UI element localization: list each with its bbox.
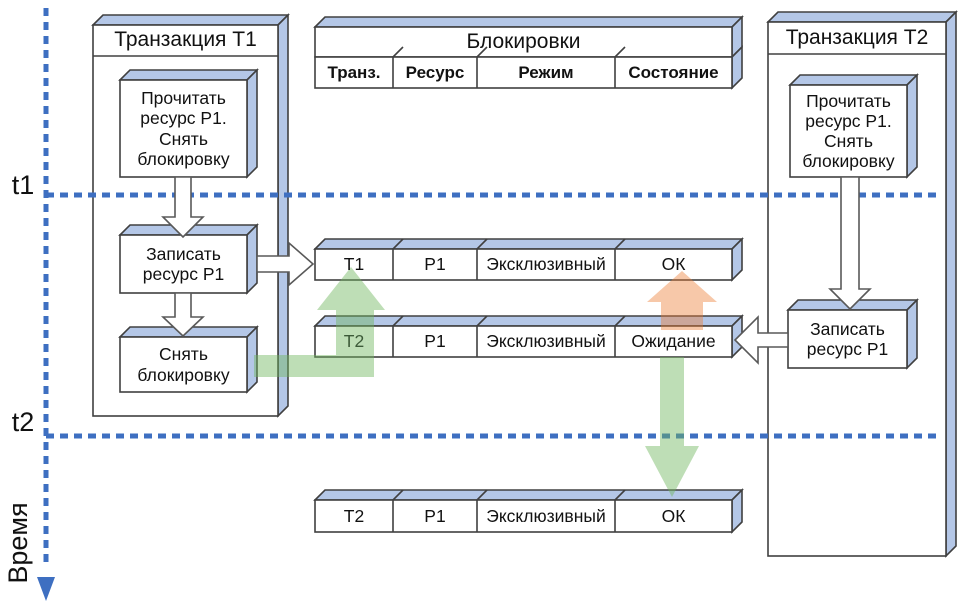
lock-colrow-tick3 <box>614 46 626 58</box>
t1-step-unlock-box <box>118 325 259 394</box>
row2-resource-cell: Р1 <box>424 331 446 352</box>
lock-colrow-tick1 <box>392 46 404 58</box>
t1-panel-title: Транзакция Т1 <box>114 28 257 52</box>
time-axis <box>37 8 940 601</box>
t1-step-read-label: Прочитать ресурс Р1. Снять блокировку <box>137 88 230 169</box>
row1-state-cell: ОК <box>661 254 686 275</box>
lock-col-resource: Ресурс <box>405 62 465 82</box>
t2-step-read-front <box>789 84 908 178</box>
orange-waiting-to-ok-arrow-icon <box>647 271 717 330</box>
t2-step-read-side <box>906 73 918 179</box>
t2-write-to-lockrow2-arrow-icon <box>733 315 789 365</box>
lock-table-title: Блокировки <box>466 29 581 53</box>
t1-step-read-side <box>246 68 258 179</box>
t1-read-to-write-arrow-icon <box>161 176 205 239</box>
row1-resource-cell: Р1 <box>424 254 446 275</box>
lock-colrow-front <box>314 56 733 89</box>
lock-row-3 <box>313 488 744 534</box>
row1-tx-cell: Т1 <box>343 254 365 275</box>
lock-row2-tick2 <box>476 315 488 327</box>
t2-step-read-label: Прочитать ресурс Р1. Снять блокировку <box>802 90 895 172</box>
row2-tx-cell: Т2 <box>343 331 365 352</box>
t2-panel-title: Транзакция Т2 <box>785 25 929 49</box>
lock-col-state: Состояние <box>628 62 719 82</box>
lock-row3-tick1 <box>392 489 404 501</box>
t1-tick-label: t1 <box>11 170 35 201</box>
row2-mode-cell: Эксклюзивный <box>486 331 606 352</box>
lock-col-transaction: Транз. <box>327 62 381 82</box>
lock-row1-tick1 <box>392 238 404 250</box>
t1-panel-top-face <box>91 14 290 26</box>
t2-step-read-top <box>788 74 919 86</box>
row3-resource-cell: Р1 <box>424 505 446 526</box>
lock-row1-front <box>314 248 733 281</box>
green-waiting-to-row3-arrow-icon <box>645 357 699 497</box>
time-axis-label: Время <box>3 502 34 584</box>
lock-row3-front <box>314 499 733 533</box>
t2-panel-side-face <box>945 10 957 558</box>
t2-step-read-box <box>788 73 919 179</box>
lock-row2-front <box>314 325 733 358</box>
t2-panel-top-face <box>766 11 958 23</box>
lock-row2-tick3 <box>614 315 626 327</box>
t1-write-to-lockrow1-arrow-icon <box>256 241 315 287</box>
lock-row2-tick1 <box>392 315 404 327</box>
lock-row1-top <box>313 238 744 250</box>
t2-step-write-front <box>787 309 908 369</box>
row3-tx-cell: Т2 <box>343 505 365 526</box>
lock-row3-tick3 <box>614 489 626 501</box>
lock-col-mode: Режим <box>518 62 574 82</box>
t1-step-read-top <box>118 69 259 81</box>
t1-step-write-side <box>246 223 258 295</box>
row1-mode-cell: Эксклюзивный <box>486 254 606 275</box>
t1-step-read-box <box>118 68 259 179</box>
t2-read-to-write-arrow-icon <box>828 176 872 311</box>
time-axis-arrowhead-icon <box>37 577 55 601</box>
t1-step-write-label: Записать ресурс Р1 <box>142 243 225 284</box>
lock-colrow-tick2 <box>476 46 488 58</box>
t2-step-write-label: Записать ресурс Р1 <box>806 318 889 359</box>
t1-step-unlock-front <box>119 336 248 393</box>
lock-row1-tick3 <box>614 238 626 250</box>
row3-state-cell: ОК <box>661 505 686 526</box>
lock-row-1 <box>313 237 744 282</box>
t1-step-unlock-label: Снять блокировку <box>137 344 230 385</box>
lock-table-header <box>313 15 744 90</box>
lock-title-top <box>313 16 744 28</box>
lock-row3-tick2 <box>476 489 488 501</box>
t2-tick-label: t2 <box>11 407 35 438</box>
t1-write-to-unlock-arrow-icon <box>160 292 206 338</box>
lock-row1-tick2 <box>476 238 488 250</box>
t1-step-write-box <box>118 223 259 295</box>
t1-step-write-front <box>119 234 248 294</box>
t1-step-read-front <box>119 79 248 178</box>
t2-step-write-side <box>906 298 918 370</box>
lock-row-2 <box>313 314 744 359</box>
green-unlock-to-row1-arrow-icon <box>254 267 385 377</box>
row2-state-cell: Ожидание <box>631 331 716 352</box>
lock-row3-top <box>313 489 744 501</box>
row3-mode-cell: Эксклюзивный <box>486 505 606 526</box>
